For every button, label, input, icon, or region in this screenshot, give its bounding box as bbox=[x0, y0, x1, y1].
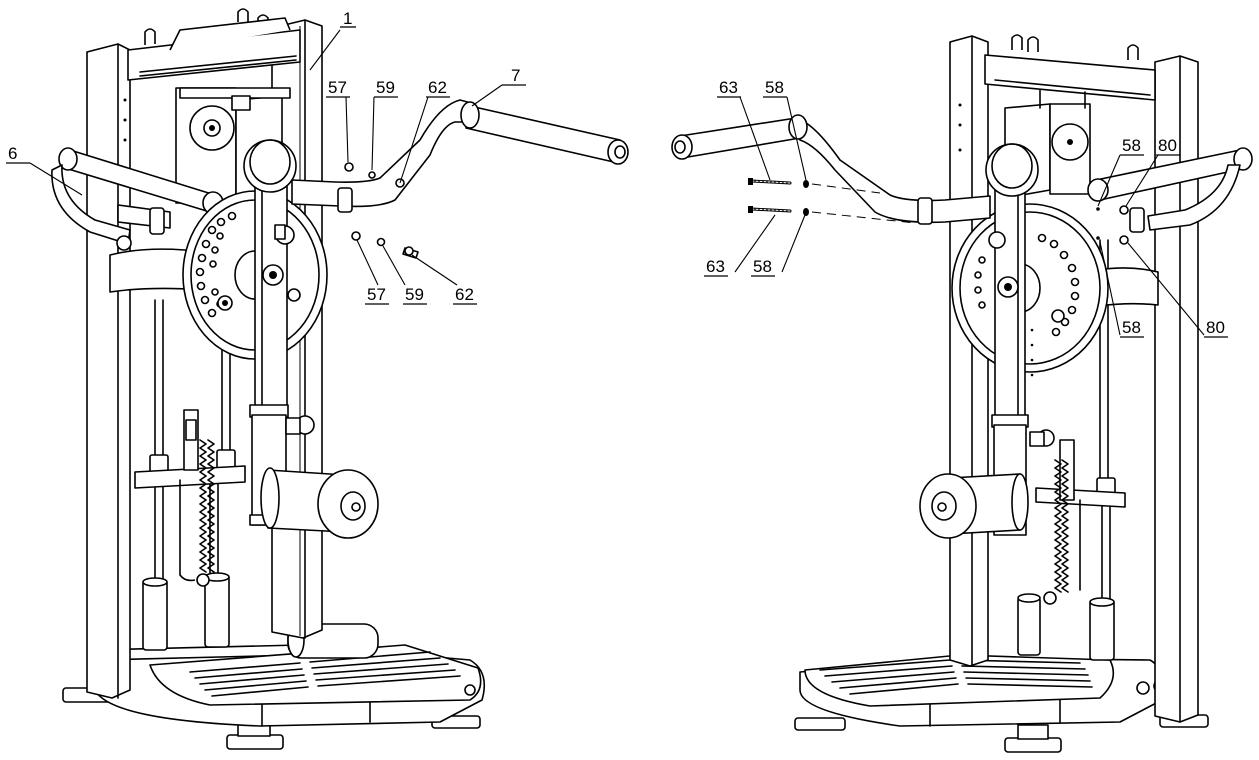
callout-80-top: 80 bbox=[1158, 136, 1177, 155]
callout-59-bottom: 59 bbox=[405, 285, 424, 304]
right-leader-lines bbox=[734, 96, 1205, 336]
left-springs bbox=[179, 439, 215, 587]
right-arm-bar bbox=[671, 114, 991, 225]
right-back-pad bbox=[1097, 267, 1159, 307]
right-cam-disc bbox=[951, 203, 1109, 373]
right-machine-view bbox=[671, 34, 1253, 753]
left-carriage bbox=[134, 409, 246, 489]
left-machine-view bbox=[29, 8, 629, 750]
callout-labels: 1 6 7 57 59 62 57 59 62 63 58 58 80 63 5… bbox=[6, 9, 1228, 338]
callout-63-bottom: 63 bbox=[706, 257, 725, 276]
callout-58-top: 58 bbox=[765, 78, 784, 97]
callout-58-lower: 58 bbox=[1122, 318, 1141, 337]
callout-57-bottom: 57 bbox=[367, 285, 386, 304]
left-roller-pad bbox=[260, 467, 379, 539]
callout-59-top: 59 bbox=[376, 78, 395, 97]
right-roller-pad bbox=[919, 473, 1029, 539]
callout-6: 6 bbox=[8, 144, 17, 163]
right-springs bbox=[1043, 459, 1081, 605]
right-top-crossbar bbox=[984, 34, 1156, 101]
callout-1: 1 bbox=[343, 9, 352, 28]
right-handle bbox=[1087, 147, 1253, 233]
left-leader-lines bbox=[29, 29, 503, 286]
left-feet bbox=[62, 687, 481, 750]
left-handle-6 bbox=[51, 147, 224, 251]
callout-80-bottom: 80 bbox=[1206, 318, 1225, 337]
right-loose-bolts bbox=[748, 178, 1129, 245]
left-lever-arm bbox=[243, 139, 315, 526]
callout-62-bottom: 62 bbox=[455, 285, 474, 304]
callout-58-bottom: 58 bbox=[753, 257, 772, 276]
right-foot-plate bbox=[804, 654, 1167, 707]
left-back-pad bbox=[109, 204, 206, 293]
left-arm-bar-7 bbox=[291, 99, 629, 213]
callout-63-top: 63 bbox=[719, 78, 738, 97]
left-top-crossbar bbox=[127, 8, 301, 81]
callout-7: 7 bbox=[511, 66, 520, 85]
callout-58-mid: 58 bbox=[1122, 136, 1141, 155]
callout-57-top: 57 bbox=[328, 78, 347, 97]
right-carriage bbox=[1035, 439, 1126, 508]
callout-62-top: 62 bbox=[428, 78, 447, 97]
